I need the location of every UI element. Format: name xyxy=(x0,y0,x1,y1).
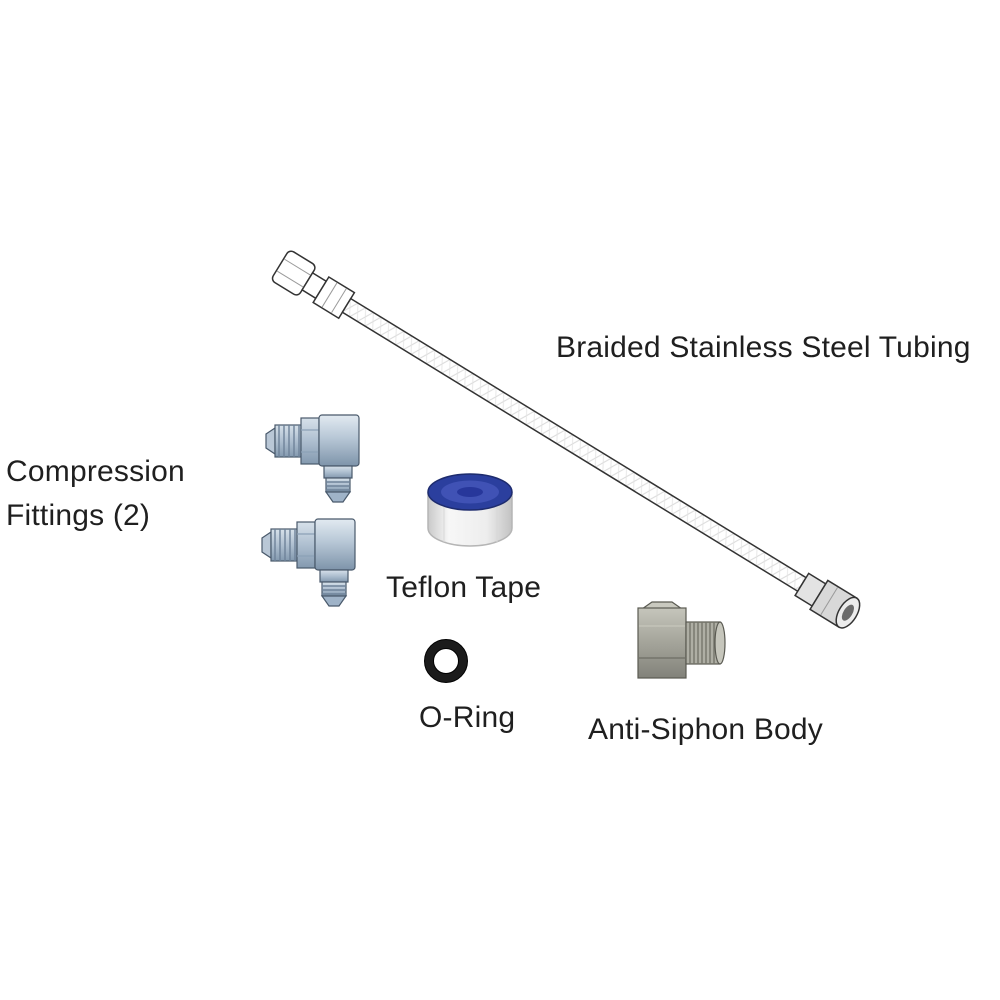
compression-fitting-1-graphic xyxy=(265,414,360,503)
o-ring-graphic xyxy=(424,639,468,683)
compression-fitting-2-graphic xyxy=(261,518,356,607)
label-compression-fittings: Compression Fittings (2) xyxy=(6,450,185,538)
anti-siphon-body-graphic xyxy=(637,601,726,679)
label-compression-fittings-line1: Compression xyxy=(6,455,185,488)
label-compression-fittings-line2: Fittings (2) xyxy=(6,499,151,532)
label-braided-tubing: Braided Stainless Steel Tubing xyxy=(556,331,971,364)
label-teflon-tape: Teflon Tape xyxy=(386,571,542,604)
label-anti-siphon-body: Anti-Siphon Body xyxy=(588,713,824,746)
teflon-tape-graphic xyxy=(427,473,513,547)
braided-tubing-graphic xyxy=(271,250,861,629)
label-o-ring: O-Ring xyxy=(419,701,516,734)
